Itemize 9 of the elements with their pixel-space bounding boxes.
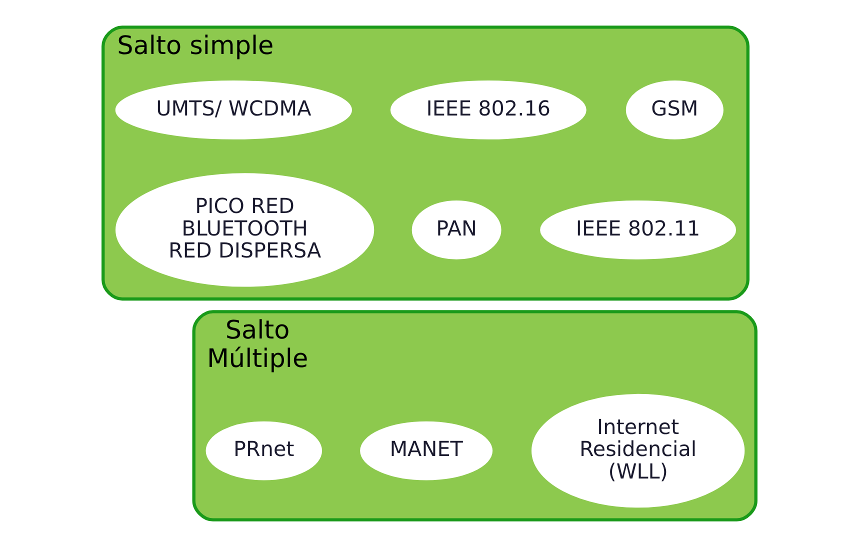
node-ellipse: MANET xyxy=(360,421,492,480)
node-ellipse: PAN xyxy=(411,200,501,260)
node-ellipse: GSM xyxy=(625,80,723,140)
node-ellipse: Internet Residencial (WLL) xyxy=(531,394,744,508)
node-ellipse: IEEE 802.16 xyxy=(390,80,586,140)
node-ellipse: PICO RED BLUETOOTH RED DISPERSA xyxy=(115,173,374,287)
node-ellipse: UMTS/ WCDMA xyxy=(114,80,352,140)
node-ellipse: IEEE 802.11 xyxy=(540,200,736,260)
node-ellipse: PRnet xyxy=(205,421,322,480)
